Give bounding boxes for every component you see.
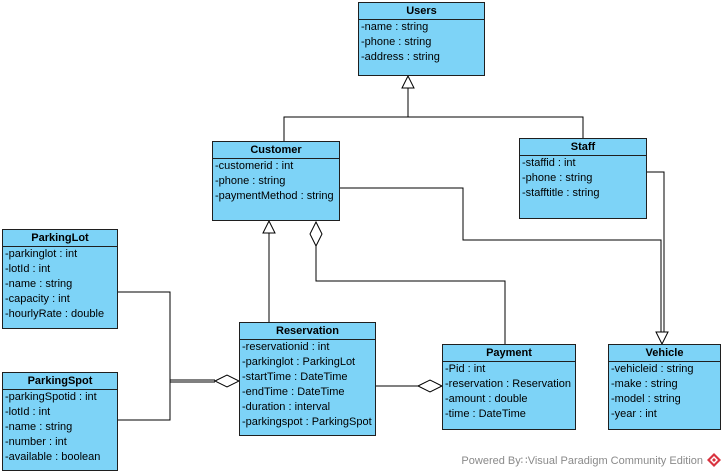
reservation-attr-endtime: -endTime : DateTime bbox=[242, 386, 345, 398]
users-attr-phone: -phone : string bbox=[361, 36, 432, 48]
payment-attr-time: -time : DateTime bbox=[445, 408, 526, 420]
parkinglot-attr-capacity: -capacity : int bbox=[5, 293, 70, 305]
reservation-class[interactable]: Reservation -reservationid : int -parkin… bbox=[239, 322, 376, 436]
reservation-aggregation-diamond bbox=[213, 374, 241, 388]
parkinglot-class[interactable]: ParkingLot -parkinglot : int -lotId : in… bbox=[2, 229, 118, 329]
reservation-attr-reservationid: -reservationid : int bbox=[242, 341, 330, 353]
staff-vehicle-link bbox=[647, 171, 665, 332]
vehicle-attr-model: -model : string bbox=[611, 393, 681, 405]
reservation-attr-duration: -duration : interval bbox=[242, 401, 331, 413]
payment-class-title: Payment bbox=[443, 345, 575, 362]
parkingspot-reservation-link bbox=[118, 380, 171, 421]
customer-aggregation-diamond bbox=[309, 220, 323, 248]
payment-attr-pid: -Pid : int bbox=[445, 363, 486, 375]
users-generalization-arrowhead bbox=[401, 74, 415, 89]
reservation-attr-parkinglot: -parkinglot : ParkingLot bbox=[242, 356, 356, 368]
parkingspot-attr-available: -available : boolean bbox=[5, 451, 101, 463]
payment-customer-link bbox=[315, 246, 506, 344]
staff-class-title: Staff bbox=[520, 139, 646, 156]
visual-paradigm-logo-icon bbox=[707, 453, 721, 467]
reservation-attr-parkingspot: -parkingspot : ParkingSpot bbox=[242, 416, 372, 428]
vehicle-generalization-arrowhead bbox=[655, 331, 669, 346]
parkingspot-attr-number: -number : int bbox=[5, 436, 67, 448]
customer-attr-paymentmethod: -paymentMethod : string bbox=[215, 190, 334, 202]
payment-attr-amount: -amount : double bbox=[445, 393, 528, 405]
vehicle-class[interactable]: Vehicle -vehicleid : string -make : stri… bbox=[608, 344, 721, 430]
parkinglot-class-title: ParkingLot bbox=[3, 230, 117, 247]
customer-generalization-arrowhead bbox=[262, 219, 276, 234]
parkinglot-attr-hourlyrate: -hourlyRate : double bbox=[5, 308, 105, 320]
parkingspot-class-title: ParkingSpot bbox=[3, 373, 117, 390]
vehicle-attr-make: -make : string bbox=[611, 378, 678, 390]
powered-by-footer: Powered By∷Visual Paradigm Community Edi… bbox=[461, 453, 721, 467]
customer-vehicle-link bbox=[340, 187, 662, 332]
customer-users-link bbox=[283, 116, 584, 141]
staff-attr-phone: -phone : string bbox=[522, 172, 593, 184]
users-attr-address: -address : string bbox=[361, 51, 440, 63]
reservation-attr-starttime: -startTime : DateTime bbox=[242, 371, 348, 383]
customer-class[interactable]: Customer -customerid : int -phone : stri… bbox=[212, 141, 340, 221]
customer-attr-customerid: -customerid : int bbox=[215, 160, 294, 172]
payment-class[interactable]: Payment -Pid : int -reservation : Reserv… bbox=[442, 344, 576, 430]
vehicle-class-title: Vehicle bbox=[609, 345, 720, 362]
powered-by-text: Powered By∷Visual Paradigm Community Edi… bbox=[461, 454, 703, 467]
users-attr-name: -name : string bbox=[361, 21, 429, 33]
payment-attr-reservation: -reservation : Reservation bbox=[445, 378, 571, 390]
customer-class-title: Customer bbox=[213, 142, 339, 159]
parkingspot-attr-parkingspotid: -parkingSpotid : int bbox=[5, 391, 97, 403]
parkinglot-attr-parkinglot: -parkinglot : int bbox=[5, 248, 78, 260]
customer-attr-phone: -phone : string bbox=[215, 175, 286, 187]
staff-attr-staffid: -staffid : int bbox=[522, 157, 576, 169]
staff-attr-stafftitle: -stafftitle : string bbox=[522, 187, 600, 199]
parkingspot-class[interactable]: ParkingSpot -parkingSpotid : int -lotId … bbox=[2, 372, 118, 471]
reservation-class-title: Reservation bbox=[240, 323, 375, 340]
parkinglot-reservation-link bbox=[118, 291, 215, 381]
parkinglot-attr-name: -name : string bbox=[5, 278, 73, 290]
staff-class[interactable]: Staff -staffid : int -phone : string -st… bbox=[519, 138, 647, 219]
users-class[interactable]: Users -name : string -phone : string -ad… bbox=[358, 2, 485, 76]
users-class-title: Users bbox=[359, 3, 484, 20]
parkinglot-attr-lotid: -lotId : int bbox=[5, 263, 51, 275]
parkingspot-attr-name: -name : string bbox=[5, 421, 73, 433]
parkingspot-attr-lotid: -lotId : int bbox=[5, 406, 51, 418]
payment-aggregation-diamond bbox=[416, 379, 444, 393]
vehicle-attr-year: -year : int bbox=[611, 408, 657, 420]
vehicle-attr-vehicleid: -vehicleid : string bbox=[611, 363, 694, 375]
